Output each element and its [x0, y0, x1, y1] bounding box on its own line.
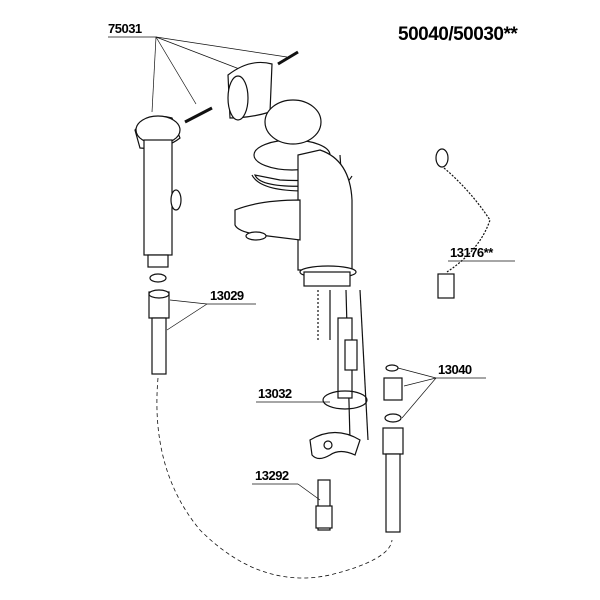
part-13292-fixing-plate: 13292: [252, 431, 361, 531]
label-75031: 75031: [108, 21, 142, 36]
label-13176: 13176**: [450, 245, 494, 260]
part-13029-hose-connector: 13029: [148, 273, 393, 579]
label-13040: 13040: [438, 362, 472, 377]
label-13292: 13292: [255, 468, 289, 483]
model-title: 50040/50030**: [398, 24, 518, 45]
part-13040-connector-set: 13040: [382, 362, 486, 533]
part-13176-chain-plug: 13176**: [435, 148, 515, 299]
faucet-body: [234, 99, 369, 441]
part-75031-hand-shower: 75031: [108, 21, 299, 268]
label-13029: 13029: [210, 288, 244, 303]
label-13032: 13032: [258, 386, 292, 401]
part-13032-seal-ring: 13032: [256, 386, 368, 410]
